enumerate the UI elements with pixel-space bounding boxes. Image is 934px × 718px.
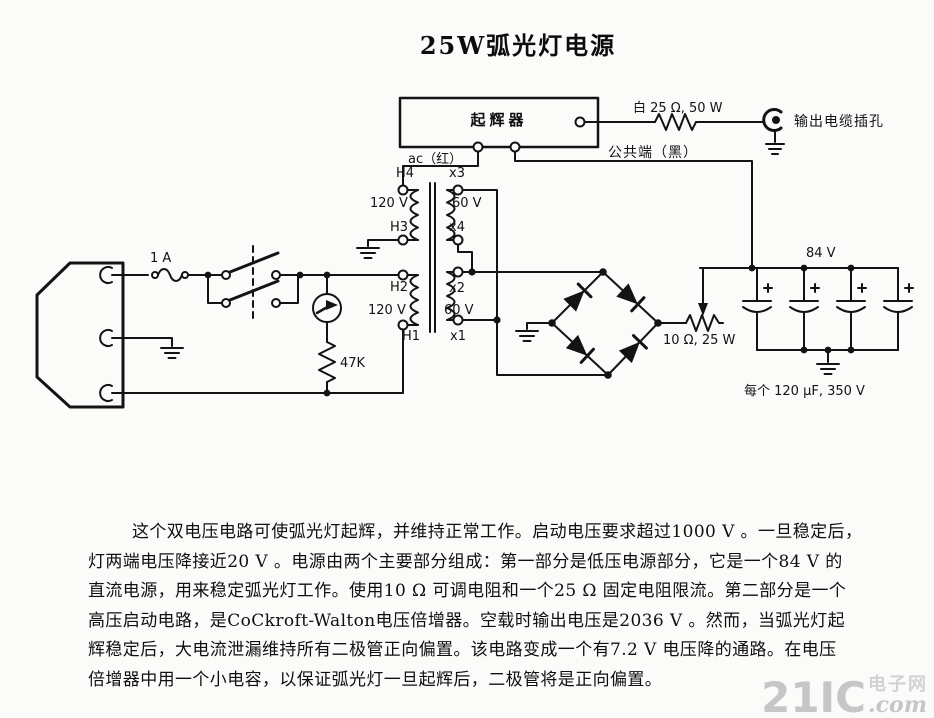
ground-icon xyxy=(160,347,184,359)
bus-voltage-label: 84 V xyxy=(806,246,836,261)
power-switch-icon xyxy=(207,245,299,321)
primary-top-voltage-label: 120 V xyxy=(370,196,408,211)
terminal-label-x3: x3 xyxy=(449,166,465,181)
primary-bottom-voltage-label: 120 V xyxy=(368,303,406,318)
description-line: 这个双电压电路可使弧光灯起辉，并维持正常工作。启动电压要求超过1000 V 。一… xyxy=(132,522,863,542)
ballast-resistor-icon xyxy=(654,113,701,131)
ground-icon xyxy=(765,143,785,155)
capacitor-note-label: 每个 120 μF, 350 V xyxy=(744,384,865,399)
ground-icon xyxy=(515,330,539,342)
ac-wire-label: ac（红） xyxy=(408,152,463,167)
description-line: 高压启动电路，是CoCkroft-Walton电压倍增器。空载时输出电压是203… xyxy=(88,610,845,631)
ground-icon xyxy=(356,247,380,259)
ground-icon xyxy=(816,363,840,375)
description-line: 灯两端电压降接近20 V 。电源由两个主要部分组成：第一部分是低压电源部分，它是… xyxy=(88,551,843,572)
terminal-label-h2: H2 xyxy=(390,280,409,295)
bleeder-resistor-label: 47K xyxy=(340,356,366,371)
bridge-rectifier-icon xyxy=(551,271,659,376)
capacitor-icon xyxy=(883,267,914,351)
secondary-bottom-voltage-label: 60 V xyxy=(444,303,474,318)
adjustable-resistor-label: 10 Ω, 25 W xyxy=(663,333,736,348)
watermark: 21IC 电子网 .com xyxy=(761,670,928,718)
bleeder-resistor-icon xyxy=(318,321,336,394)
capacitor-icon xyxy=(836,267,867,351)
terminal-label-h3: H3 xyxy=(390,220,409,235)
description-line: 倍增器中用一个小电容，以保证弧光灯一旦起辉后，二极管将是正向偏置。 xyxy=(88,669,663,690)
starter-label: 起辉器 xyxy=(470,111,528,129)
output-jack-icon xyxy=(762,108,783,143)
description-line: 辉稳定后，大电流泄漏维持所有二极管正向偏置。该电路变成一个有7.2 V 电压降的… xyxy=(88,640,837,660)
adjustable-resistor-icon xyxy=(685,267,724,332)
description-paragraph: 这个双电压电路可使弧光灯起辉，并维持正常工作。启动电压要求超过1000 V 。一… xyxy=(88,518,863,695)
watermark-com: .com xyxy=(868,692,928,718)
terminal-label-x4: x4 xyxy=(449,220,465,235)
description-line: 直流电源，用来稳定弧光灯工作。使用10 Ω 可调电阻和一个25 Ω 固定电阻限流… xyxy=(88,581,847,601)
capacitor-icon xyxy=(789,267,820,351)
fuse-label: 1 A xyxy=(150,251,172,266)
common-wire-label: 公共端（黑） xyxy=(608,145,698,161)
terminal-label-h1: H1 xyxy=(402,329,421,344)
fuse-icon xyxy=(151,268,189,282)
capacitor-icon xyxy=(742,267,773,351)
junction-dots xyxy=(204,264,855,397)
terminal-label-x2: x2 xyxy=(449,281,465,296)
watermark-logo: 21IC xyxy=(761,673,866,718)
output-jack-label: 输出电缆插孔 xyxy=(794,114,884,130)
terminal-label-x1: x1 xyxy=(450,329,466,344)
secondary-top-voltage-label: 60 V xyxy=(452,196,482,211)
ballast-resistor-label: 白 25 Ω, 50 W xyxy=(633,101,723,116)
indicator-lamp-icon xyxy=(312,274,342,323)
ac-plug-icon xyxy=(35,261,125,409)
watermark-cn: 电子网 xyxy=(868,674,928,696)
page-title: 25W弧光灯电源 xyxy=(419,31,617,60)
terminal-label-h4: H4 xyxy=(396,166,415,181)
